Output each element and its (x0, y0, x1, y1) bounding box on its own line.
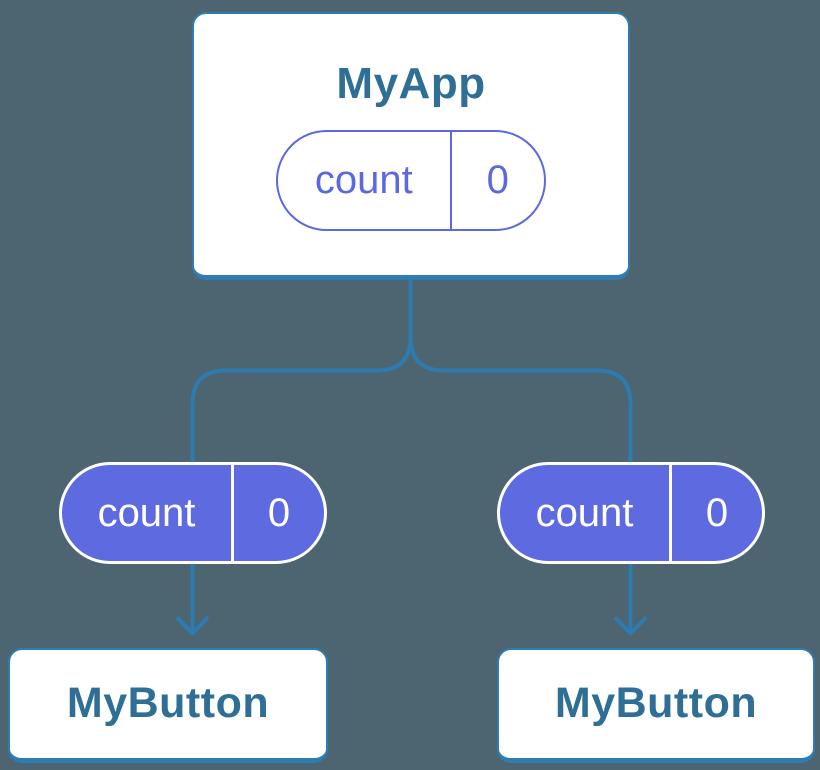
state-key-label: count (278, 131, 452, 229)
state-key-label: count (500, 465, 672, 561)
node-myapp: MyApp count 0 (192, 12, 630, 280)
node-mybutton-right: MyButton (497, 648, 815, 763)
state-value-label: 0 (267, 491, 291, 535)
state-value-label: 0 (486, 158, 509, 203)
state-pill-myapp: count 0 (276, 129, 546, 231)
arrow-down-icon (176, 616, 209, 636)
state-pill-left-child: count 0 (59, 462, 327, 564)
node-mybutton-label: MyButton (66, 679, 270, 728)
edge-root-to-left-child (190, 278, 413, 633)
node-myapp-title: MyApp (336, 59, 486, 108)
arrow-down-icon (614, 616, 647, 636)
state-value-label: 0 (705, 491, 729, 535)
state-pill-right-child: count 0 (497, 462, 765, 564)
edge-root-to-right-child (408, 278, 633, 633)
node-mybutton-left: MyButton (8, 648, 328, 763)
state-key-label: count (62, 465, 234, 561)
node-mybutton-label: MyButton (554, 679, 758, 728)
